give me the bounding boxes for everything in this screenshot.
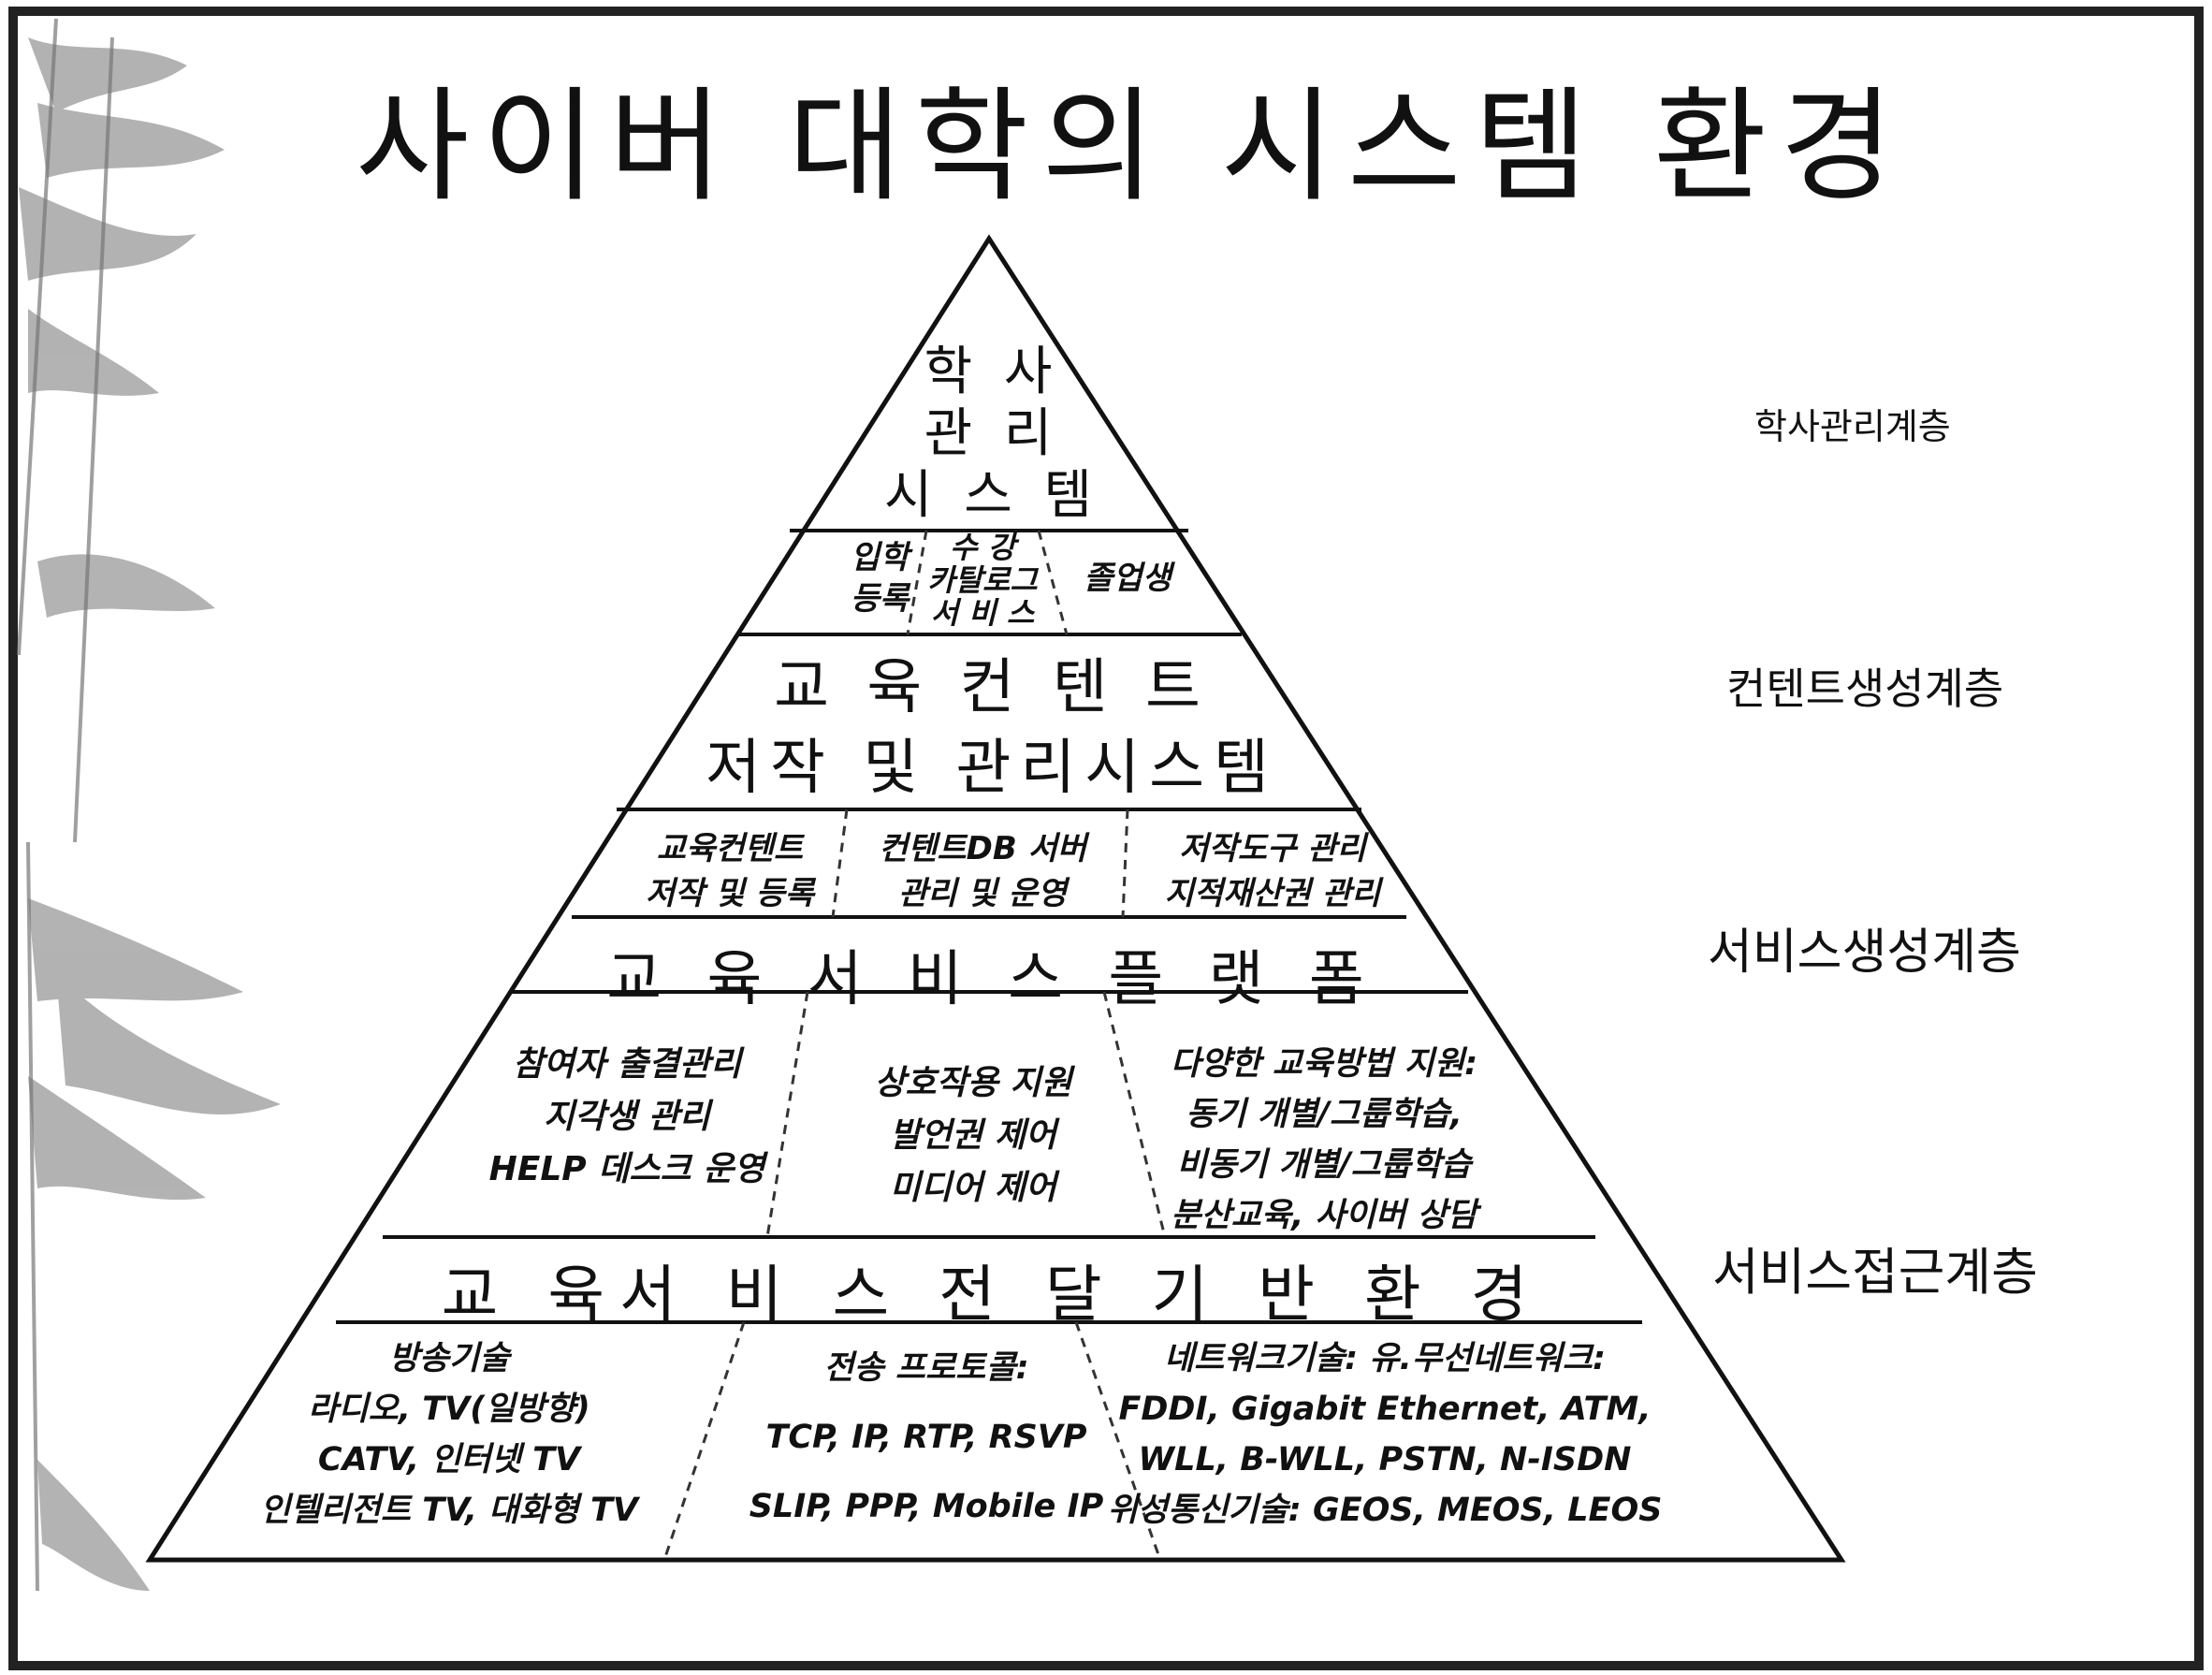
content-row-db: 컨텐트DB 서버 관리 및 운영 [842, 826, 1123, 916]
content-row-db-line-2: 관리 및 운영 [897, 875, 1068, 912]
service-row-interaction-line-2: 발언권 제어 [889, 1116, 1057, 1155]
base-row-network-line-1: 네트워크기술: 유.무선네트워크: [1163, 1340, 1607, 1377]
service-row-attendance-line-1: 참여자 출결관리 [512, 1045, 742, 1084]
base-row-network: 네트워크기술: 유.무선네트워크: FDDI, Gigabit Ethernet… [1076, 1333, 1694, 1536]
page-title: 사이버 대학의 시스템 환경 [356, 75, 1907, 219]
academic-row-graduates: 졸업생 [1057, 558, 1198, 599]
content-system-label: 교 육 컨 텐 트 저작 및 관리시스템 [674, 648, 1310, 808]
apex-label: 학 사 관 리 시 스 템 [870, 342, 1113, 527]
base-row-broadcast-line-3: CATV, 인터넷 TV [317, 1441, 581, 1478]
base-row-broadcast-line-1: 방송기술 [388, 1340, 510, 1377]
service-row-methods: 다양한 교육방법 지원: 동기 개별/그룹학습, 비동기 개별/그룹학습 분산교… [1113, 1039, 1535, 1241]
content-row-authoring-line-1: 교육컨텐트 [656, 830, 804, 867]
base-row-protocol: 전송 프로토콜: TCP, IP, RTP, RSVP SLIP, PPP, M… [711, 1333, 1142, 1541]
service-row-methods-line-4: 분산교육, 사이버 상담 [1171, 1197, 1477, 1234]
apex-line-1: 학 사 [924, 342, 1060, 402]
pyramid-outline [145, 234, 1846, 1563]
delivery-label: 교 육서 비 스 전 달 기 반 환 경 [441, 1259, 1543, 1331]
layer-label-academic: 학사관리계층 [1754, 406, 1951, 447]
academic-row-course-line-3: 서 비 스 [930, 595, 1035, 631]
service-row-methods-line-1: 다양한 교육방법 지원: [1170, 1045, 1478, 1083]
base-row-protocol-line-2: TCP, IP, RTP, RSVP [765, 1419, 1087, 1456]
bamboo-decoration [19, 37, 281, 1591]
academic-row-graduates-line-1: 졸업생 [1084, 560, 1171, 597]
layer-label-service-access: 서비스접근계층 [1712, 1243, 2038, 1302]
service-row-methods-line-3: 비동기 개별/그룹학습 [1176, 1146, 1472, 1184]
content-row-authoring: 교육컨텐트 저작 및 등록 [599, 826, 861, 916]
base-row-protocol-line-3: SLIP, PPP, Mobile IP [749, 1488, 1104, 1525]
service-row-attendance: 참여자 출결관리 지각생 관리 HELP 데스크 운영 [440, 1039, 814, 1196]
layer-label-service-gen: 서비스생성계층 [1708, 925, 2021, 981]
content-row-db-line-1: 컨텐트DB 서버 [878, 830, 1087, 867]
academic-row-course-line-2: 카탈로그 [927, 562, 1038, 598]
service-row-attendance-line-2: 지각생 관리 [543, 1098, 711, 1136]
platform-label: 교 육 서 비 스 플 랫 폼 [606, 945, 1377, 1014]
pyramid-column-dividers [662, 530, 1167, 1561]
apex-line-2: 관 리 [924, 403, 1060, 464]
content-row-tools: 저작도구 관리 지적재산권 관리 [1113, 826, 1432, 916]
content-row-authoring-line-2: 저작 및 등록 [645, 875, 815, 912]
service-row-interaction-line-1: 상호작용 지원 [874, 1064, 1072, 1102]
base-row-protocol-line-1: 전송 프로토콜: [823, 1349, 1029, 1387]
content-system-line-1: 교 육 컨 텐 트 [774, 653, 1210, 722]
apex-line-3: 시 스 템 [883, 465, 1100, 526]
service-row-attendance-line-3: HELP 데스크 운영 [488, 1150, 765, 1188]
service-row-interaction: 상호작용 지원 발언권 제어 미디어 제어 [814, 1057, 1132, 1215]
page-frame [8, 7, 2204, 1670]
base-row-network-line-3: WLL, B-WLL, PSTN, N-ISDN [1138, 1441, 1632, 1478]
base-row-broadcast-line-2: 라디오, TV(일방향) [308, 1391, 590, 1428]
content-row-tools-line-2: 지적재산권 관리 [1164, 875, 1381, 912]
service-row-methods-line-2: 동기 개별/그룹학습, [1186, 1096, 1463, 1133]
base-row-network-line-2: FDDI, Gigabit Ethernet, ATM, [1118, 1391, 1652, 1428]
service-row-interaction-line-3: 미디어 제어 [889, 1169, 1057, 1207]
base-row-broadcast: 방송기술 라디오, TV(일방향) CATV, 인터넷 TV 인텔리전트 TV,… [187, 1333, 711, 1536]
content-system-line-2: 저작 및 관리시스템 [706, 734, 1278, 803]
academic-row-course-line-1: 수 강 [949, 530, 1016, 565]
academic-row-course-catalog: 수 강 카탈로그 서 비 스 [898, 532, 1067, 630]
content-row-tools-line-1: 저작도구 관리 [1179, 830, 1366, 867]
base-row-broadcast-line-4: 인텔리전트 TV, 대화형 TV [260, 1492, 638, 1529]
base-row-network-line-4: 위성통신기술: GEOS, MEOS, LEOS [1107, 1492, 1663, 1529]
layer-label-content: 컨텐트생성계층 [1726, 663, 2004, 714]
pyramid-layer-dividers [336, 529, 1642, 1324]
academic-row-admission: 입학 등록 [823, 537, 936, 619]
academic-row-admission-line-1: 입학 [850, 539, 910, 576]
academic-row-admission-line-2: 등록 [850, 580, 910, 618]
